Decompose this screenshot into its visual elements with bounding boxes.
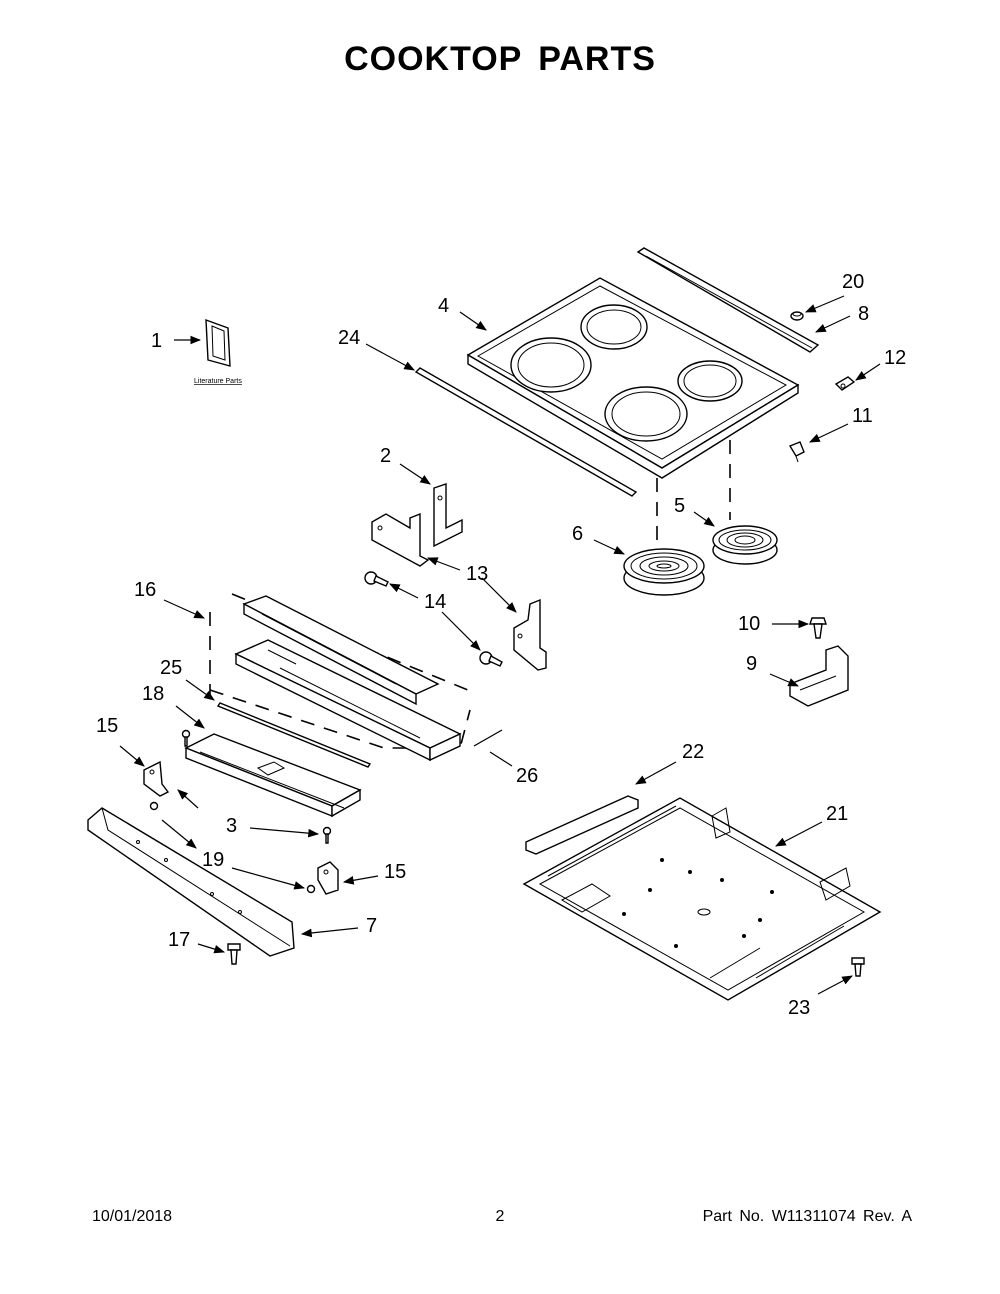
callout-11: 11 (852, 405, 873, 427)
callout-26: 26 (516, 765, 538, 787)
callout-3: 3 (226, 815, 237, 837)
callout-22: 22 (682, 741, 704, 763)
callout-25: 25 (160, 657, 182, 679)
bracket-part-2 (433, 483, 463, 548)
footer-date: 10/01/2018 (92, 1208, 173, 1225)
callout-13: 13 (466, 563, 488, 585)
cooktop-bottom-pan (522, 797, 882, 1001)
wire-clip-part (788, 441, 805, 463)
bracket-part-13-left (371, 512, 430, 567)
callout-24: 24 (338, 327, 360, 349)
electronic-control-board (184, 733, 362, 818)
callout-20: 20 (842, 271, 864, 293)
callout-4: 4 (438, 295, 449, 317)
callout-2: 2 (380, 445, 391, 467)
callout-16: 16 (134, 579, 156, 601)
page-title: COOKTOP PARTS (344, 40, 656, 78)
callout-19: 19 (202, 849, 224, 871)
rear-trim-strip (636, 247, 820, 353)
callout-5: 5 (674, 495, 685, 517)
screw-part-3-b (322, 826, 332, 844)
grommet-part (790, 311, 804, 321)
rail-part-22 (525, 795, 639, 855)
literature-parts-booklet: Literature Parts (194, 318, 242, 385)
leader-lines (119, 295, 881, 995)
screw-part-19-a (149, 801, 159, 811)
screw-part-19-b (306, 884, 316, 894)
screw-part-3-a (181, 729, 191, 747)
cooktop-main-top (466, 277, 800, 479)
callout-6: 6 (572, 523, 583, 545)
screw-part-10 (809, 617, 827, 639)
callout-15-left: 15 (96, 715, 118, 737)
callout-15-right: 15 (384, 861, 406, 883)
callout-1: 1 (151, 330, 162, 352)
footer-page-number: 2 (495, 1208, 505, 1225)
callout-12: 12 (884, 347, 906, 369)
callout-8: 8 (858, 303, 869, 325)
callout-14: 14 (424, 591, 446, 613)
radiant-element-large (623, 548, 705, 596)
callout-7: 7 (366, 915, 377, 937)
callout-17: 17 (168, 929, 190, 951)
footer-part-number: Part No. W11311074 Rev. A (702, 1208, 912, 1225)
bracket-part-15-right (317, 861, 339, 895)
screw-part-23 (851, 957, 865, 977)
control-panel-console (234, 639, 462, 762)
control-rod (216, 702, 372, 768)
radiant-element-small (712, 525, 778, 565)
screw-part-14-b (479, 651, 503, 667)
callout-18: 18 (142, 683, 164, 705)
front-trim-part (87, 807, 295, 957)
bracket-part-13-right (513, 598, 547, 671)
callout-9: 9 (746, 653, 757, 675)
seal-strip (414, 367, 638, 497)
screw-part-17 (227, 943, 241, 965)
control-panel-cover (242, 595, 440, 706)
callout-10: 10 (738, 613, 760, 635)
screw-part-14 (364, 571, 389, 587)
callout-23: 23 (788, 997, 810, 1019)
connector-part (834, 376, 856, 391)
bracket-part-9 (789, 645, 849, 707)
literature-parts-label: Literature Parts (194, 378, 242, 385)
callout-21: 21 (826, 803, 848, 825)
bracket-part-15-left (143, 760, 170, 797)
callout-numbers: 1 2 3 4 5 6 7 8 9 10 11 12 13 14 15 15 1… (96, 271, 906, 1019)
